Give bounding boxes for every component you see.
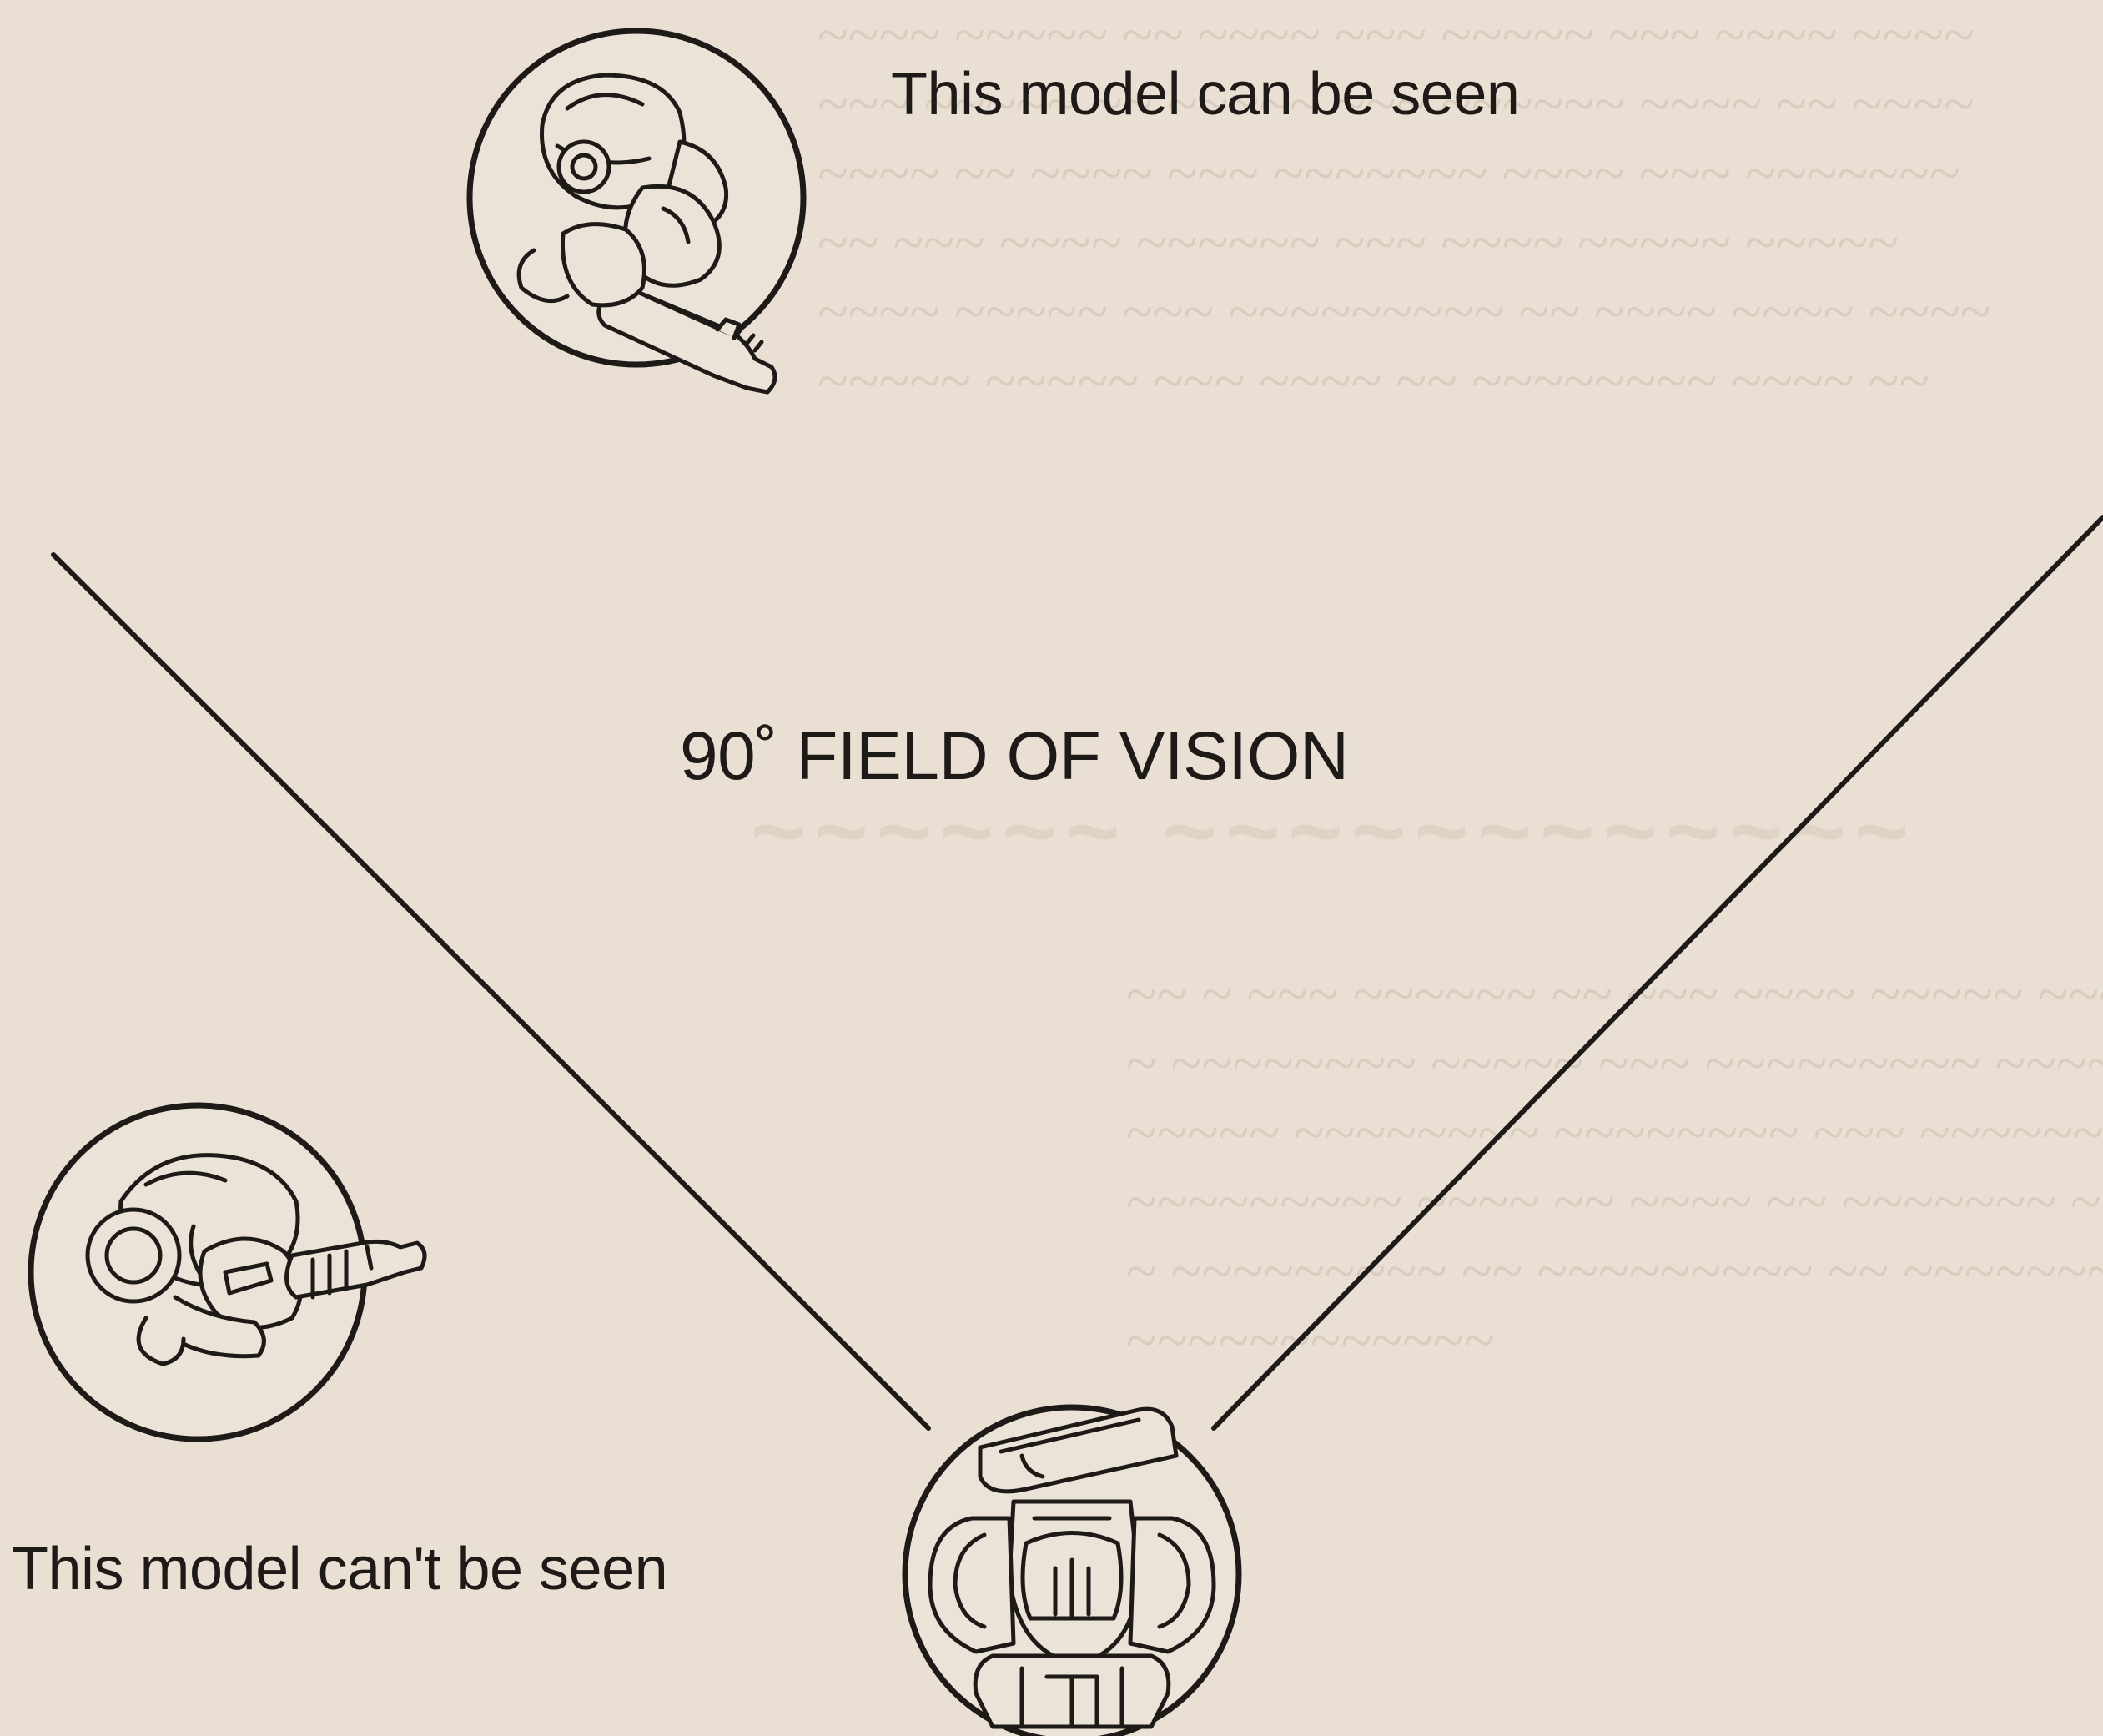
- visible-model-label: This model can be seen: [891, 61, 1520, 128]
- visible-model-icon: [466, 28, 807, 395]
- viewer-model-icon: [902, 1404, 1242, 1736]
- field-of-vision-title: 90˚ FIELD OF VISION: [680, 718, 1349, 794]
- vision-line-right: [1211, 515, 2103, 1431]
- vision-line-left: [51, 552, 931, 1431]
- hidden-model-label: This model can't be seen: [12, 1536, 668, 1603]
- hidden-model-icon: [28, 1102, 427, 1442]
